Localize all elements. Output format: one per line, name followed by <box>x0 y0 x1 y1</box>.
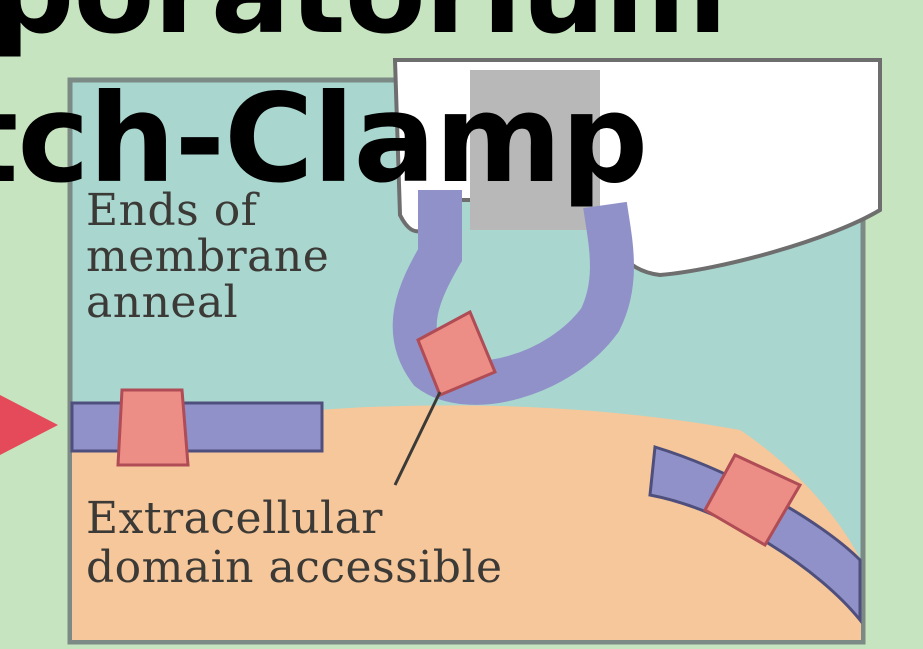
extracellular-domain-accessible-label: Extracellular domain accessible <box>86 494 503 593</box>
title-line-2: tch-Clamp <box>0 78 647 200</box>
ends-of-membrane-anneal-label: Ends of membrane anneal <box>86 188 329 327</box>
label-line: Extracellular <box>86 494 503 543</box>
label-line: domain accessible <box>86 543 503 592</box>
label-line: Ends of <box>86 188 329 234</box>
label-line: anneal <box>86 280 329 326</box>
ion-channel-icon <box>118 390 188 465</box>
label-line: membrane <box>86 234 329 280</box>
title-line-1: poratorium <box>0 0 726 50</box>
arrow-icon <box>0 395 58 455</box>
